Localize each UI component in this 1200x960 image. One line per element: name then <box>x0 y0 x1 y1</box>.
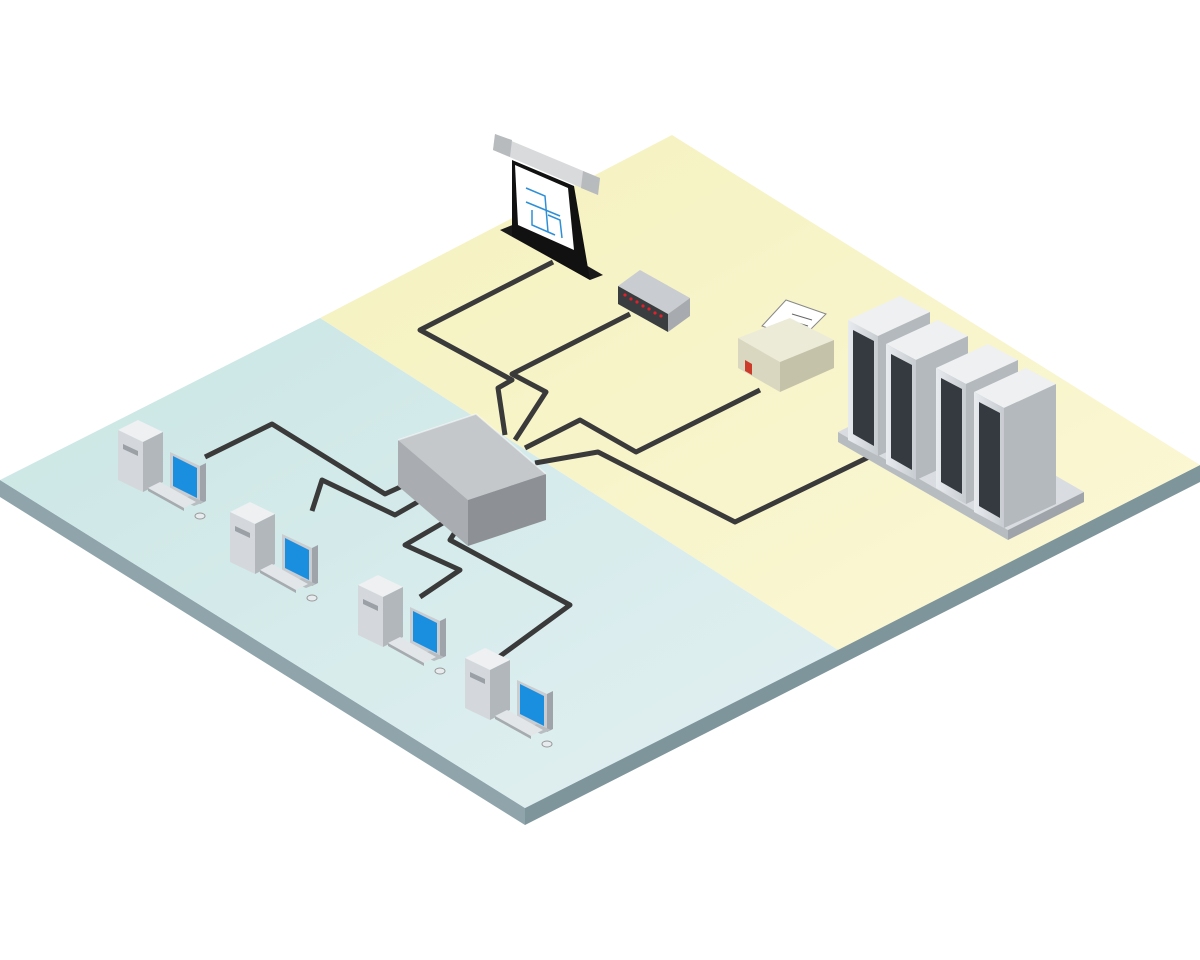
keyboard <box>148 482 196 508</box>
network-switch-icon <box>397 413 547 546</box>
led-indicators <box>623 293 663 318</box>
desktop-computer-icon <box>230 502 318 602</box>
mouse <box>434 667 446 675</box>
workstation-zone <box>0 318 838 808</box>
desktop-computer-icon <box>358 575 446 675</box>
tower-side <box>383 587 403 647</box>
server-rack-4 <box>974 368 1056 528</box>
monitor-screen <box>173 456 197 498</box>
tower-top <box>230 502 275 524</box>
cable-ws2 <box>309 477 437 518</box>
tower-side <box>490 660 510 720</box>
mouse <box>194 512 206 520</box>
monitor-screen <box>520 684 544 726</box>
wide-format-plotter-icon <box>493 134 603 280</box>
tower-top <box>465 648 510 670</box>
tower-top <box>118 420 163 442</box>
monitor-screen <box>285 538 309 580</box>
cable-device <box>509 311 632 442</box>
printer-icon <box>738 299 834 392</box>
tower-side <box>255 514 275 574</box>
cable-ws3 <box>402 517 463 600</box>
tower-top <box>358 575 403 597</box>
desktop-computer-icon <box>465 648 553 748</box>
mouse <box>541 740 553 748</box>
keyboard <box>495 710 543 736</box>
cable-servers <box>534 449 875 525</box>
cable-plotter <box>417 259 555 436</box>
keyboard <box>388 637 436 663</box>
mouse <box>306 594 318 602</box>
desktop-computer-icon <box>118 420 206 520</box>
keyboard <box>260 564 308 590</box>
network-device-icon <box>618 270 690 332</box>
monitor-screen <box>413 611 437 653</box>
workstations <box>118 420 553 748</box>
tower-side <box>143 432 163 492</box>
cable-printer <box>523 387 762 455</box>
network-cables <box>203 259 875 668</box>
server-rack-icon <box>838 296 1084 540</box>
